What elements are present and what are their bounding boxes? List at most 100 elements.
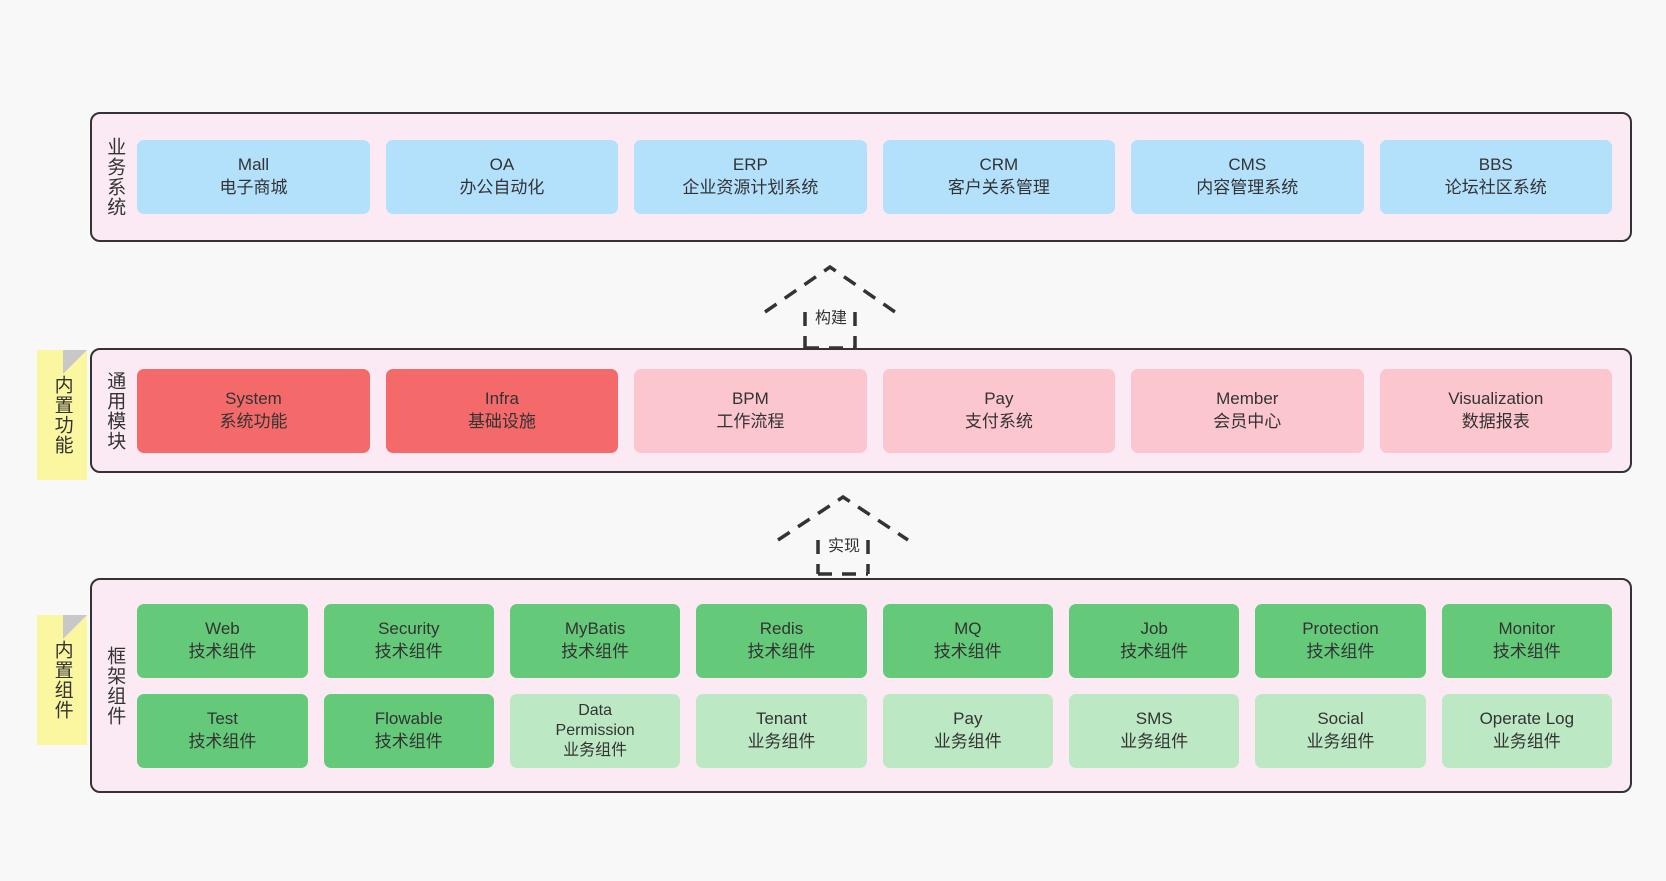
component-bbs[interactable]: BBS 论坛社区系统 (1379, 140, 1612, 214)
component-name-line2: Permission (555, 721, 635, 739)
component-desc: 技术组件 (1492, 641, 1561, 661)
component-name: System (225, 388, 282, 408)
component-desc: 技术组件 (188, 731, 257, 751)
layer-framework-components: 框架组件 Web 技术组件 Security 技术组件 MyBatis 技术组件… (90, 578, 1632, 793)
component-infra[interactable]: Infra 基础设施 (385, 368, 619, 453)
component-visualization[interactable]: Visualization 数据报表 (1379, 368, 1612, 453)
connector-implement: 实现 (773, 492, 913, 576)
component-desc: 业务组件 (1306, 731, 1375, 751)
component-row: System 系统功能 Infra 基础设施 BPM 工作流程 Pay 支付系统… (137, 368, 1612, 453)
note-builtin-features-label: 内置功能 (51, 375, 73, 455)
component-desc: 技术组件 (1306, 641, 1375, 661)
component-desc: 基础设施 (467, 411, 536, 431)
component-monitor[interactable]: Monitor 技术组件 (1441, 603, 1613, 678)
component-web[interactable]: Web 技术组件 (137, 603, 308, 678)
component-desc: 电子商城 (219, 178, 288, 197)
layer-body-business-systems: Mall 电子商城 OA 办公自动化 ERP 企业资源计划系统 CRM 客户关系… (129, 114, 1630, 240)
component-desc: 技术组件 (374, 641, 443, 661)
note-builtin-components: 内置组件 (37, 615, 87, 745)
layer-title-common-modules: 通用模块 (104, 370, 126, 451)
component-operate-log[interactable]: Operate Log 业务组件 (1441, 693, 1613, 768)
component-desc: 系统功能 (219, 411, 288, 431)
component-name: Infra (484, 388, 519, 408)
component-desc: 论坛社区系统 (1444, 178, 1547, 197)
component-erp[interactable]: ERP 企业资源计划系统 (634, 140, 867, 214)
component-job[interactable]: Job 技术组件 (1068, 603, 1240, 678)
component-desc: 工作流程 (716, 411, 785, 431)
component-desc: 技术组件 (1120, 641, 1189, 661)
layer-title-business-systems: 业务系统 (104, 137, 126, 217)
component-sms[interactable]: SMS 业务组件 (1068, 693, 1240, 768)
component-row: Test 技术组件 Flowable 技术组件 Data Permission … (137, 693, 1613, 768)
connector-stem (816, 540, 870, 576)
connector-implement-label: 实现 (827, 538, 860, 555)
component-desc: 客户关系管理 (947, 178, 1050, 197)
component-name: Social (1317, 708, 1364, 728)
component-desc: 办公自动化 (459, 178, 545, 197)
layer-body-common-modules: System 系统功能 Infra 基础设施 BPM 工作流程 Pay 支付系统… (129, 350, 1630, 471)
component-tenant[interactable]: Tenant 业务组件 (696, 693, 867, 768)
generalization-arrowhead (764, 264, 896, 314)
component-name: SMS (1135, 708, 1173, 728)
component-name: Web (205, 618, 240, 638)
component-desc: 业务组件 (1120, 731, 1189, 751)
note-builtin-features: 内置功能 (37, 350, 87, 480)
component-name: Test (206, 708, 239, 728)
component-mq[interactable]: MQ 技术组件 (882, 603, 1053, 678)
component-name: Flowable (374, 708, 443, 728)
component-data-permission[interactable]: Data Permission 业务组件 (509, 693, 681, 768)
component-name: Security (378, 618, 440, 638)
component-oa[interactable]: OA 办公自动化 (385, 140, 619, 214)
component-name: Pay (984, 388, 1014, 408)
component-desc: 技术组件 (188, 641, 257, 661)
component-member[interactable]: Member 会员中心 (1131, 368, 1364, 453)
component-mybatis[interactable]: MyBatis 技术组件 (509, 603, 681, 678)
component-row: Mall 电子商城 OA 办公自动化 ERP 企业资源计划系统 CRM 客户关系… (137, 140, 1612, 214)
component-name: Operate Log (1479, 708, 1575, 728)
component-desc: 支付系统 (964, 411, 1033, 431)
component-name: Redis (759, 618, 804, 638)
component-name: MyBatis (564, 618, 626, 638)
component-name: Tenant (755, 708, 807, 728)
component-desc: 技术组件 (747, 641, 816, 661)
component-name: CMS (1228, 155, 1267, 175)
component-desc: 内容管理系统 (1196, 178, 1299, 197)
component-cms[interactable]: CMS 内容管理系统 (1131, 140, 1364, 214)
component-mall[interactable]: Mall 电子商城 (137, 140, 370, 214)
note-builtin-components-label: 内置组件 (51, 640, 73, 720)
component-row: Web 技术组件 Security 技术组件 MyBatis 技术组件 Redi… (137, 603, 1613, 678)
component-name: CRM (979, 155, 1019, 175)
component-desc: 业务组件 (933, 731, 1002, 751)
component-name: Member (1216, 388, 1279, 408)
component-redis[interactable]: Redis 技术组件 (696, 603, 867, 678)
component-pay[interactable]: Pay 支付系统 (882, 368, 1116, 453)
component-desc: 技术组件 (933, 641, 1002, 661)
component-name: Data (578, 701, 613, 719)
component-bpm[interactable]: BPM 工作流程 (634, 368, 867, 453)
component-system[interactable]: System 系统功能 (137, 368, 370, 453)
component-desc: 会员中心 (1213, 411, 1282, 431)
component-desc: 业务组件 (563, 741, 628, 759)
component-test[interactable]: Test 技术组件 (137, 693, 308, 768)
connector-build: 构建 (760, 262, 900, 350)
component-desc: 数据报表 (1461, 411, 1530, 431)
component-name: Protection (1302, 618, 1379, 638)
component-name: Job (1140, 618, 1168, 638)
component-desc: 业务组件 (747, 731, 816, 751)
component-desc: 业务组件 (1492, 731, 1561, 751)
layer-body-framework-components: Web 技术组件 Security 技术组件 MyBatis 技术组件 Redi… (129, 580, 1630, 791)
component-flowable[interactable]: Flowable 技术组件 (323, 693, 494, 768)
component-name: BPM (731, 388, 769, 408)
component-name: ERP (732, 155, 768, 175)
component-desc: 技术组件 (561, 641, 630, 661)
component-name: Visualization (1448, 388, 1544, 408)
layer-common-modules: 通用模块 System 系统功能 Infra 基础设施 BPM 工作流程 Pay… (90, 348, 1632, 473)
component-crm[interactable]: CRM 客户关系管理 (882, 140, 1116, 214)
component-protection[interactable]: Protection 技术组件 (1255, 603, 1426, 678)
generalization-arrowhead (777, 494, 909, 542)
component-security[interactable]: Security 技术组件 (323, 603, 494, 678)
component-social[interactable]: Social 业务组件 (1255, 693, 1426, 768)
component-desc: 技术组件 (374, 731, 443, 751)
component-pay-business[interactable]: Pay 业务组件 (882, 693, 1053, 768)
